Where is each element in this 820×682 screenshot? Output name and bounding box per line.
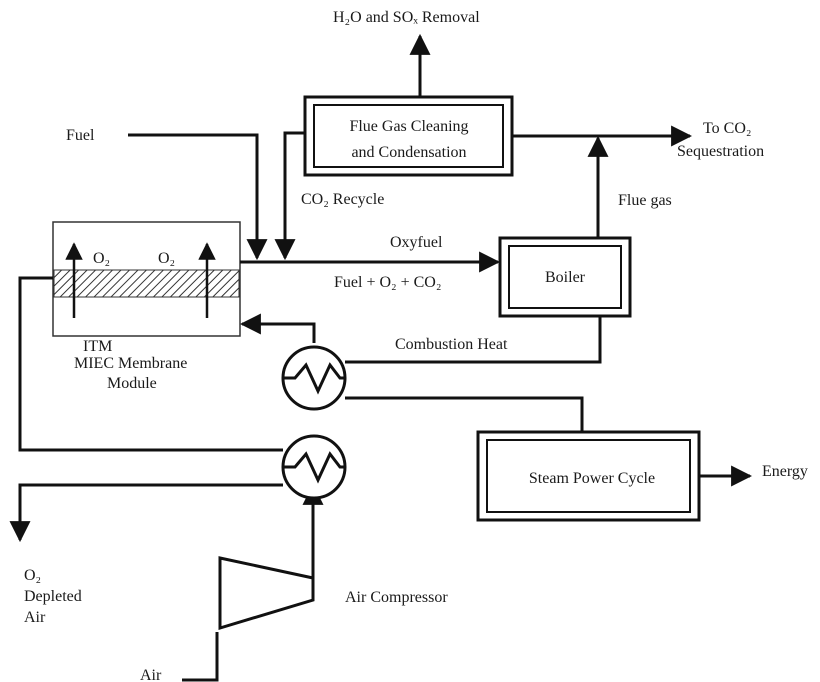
air-compressor-shape [218, 556, 315, 631]
heat-to-itm-line [239, 313, 316, 343]
module-label: Module [107, 375, 157, 392]
fuel-label: Fuel [66, 127, 95, 144]
co2-recycle-label: CO₂ Recycle [301, 191, 384, 208]
boiler-box-inner [508, 245, 622, 309]
air-inlet-line [182, 632, 219, 682]
oxyfuel-label: Oxyfuel [390, 234, 443, 251]
air-compressor-label: Air Compressor [345, 589, 448, 606]
flue-cleaning-box-inner [313, 104, 504, 168]
steam-box-inner [486, 439, 691, 513]
removal-label: H₂O and SOₓ Removal [333, 9, 480, 26]
itm-label: ITM [83, 338, 112, 355]
energy-label: Energy [762, 463, 808, 480]
heat-exchanger-1 [281, 345, 347, 411]
o2-depleted-label-1: O₂ [24, 567, 41, 584]
flue-cleaning-box-outer [303, 95, 514, 177]
membrane-label: MIEC Membrane [74, 355, 187, 372]
depleted-air-line [18, 276, 283, 452]
heat-exchanger-2 [281, 434, 347, 500]
o2-left-label: O₂ [93, 250, 110, 267]
combustion-heat-line [345, 316, 602, 364]
flue-cleaning-label-1: Flue Gas Cleaning [349, 118, 468, 135]
co2-recycle-line [274, 131, 305, 261]
boiler-label: Boiler [545, 269, 586, 286]
o2-depleted-label-2: Depleted [24, 588, 82, 605]
o2-depleted-label-3: Air [24, 609, 46, 626]
flue-cleaning-label-2: and Condensation [351, 144, 466, 161]
o2-right-label: O₂ [158, 250, 175, 267]
to-co2-label-1: To CO₂ [703, 120, 751, 137]
fuel-mix-label: Fuel + O₂ + CO₂ [334, 274, 441, 291]
boiler-box-outer [498, 236, 632, 318]
flue-gas-label: Flue gas [618, 192, 672, 209]
steam-power-label: Steam Power Cycle [529, 470, 655, 487]
o2-depleted-outlet [9, 483, 283, 543]
to-co2-label-2: Sequestration [677, 143, 764, 160]
membrane-hatch [53, 269, 240, 298]
combustion-heat-label: Combustion Heat [395, 336, 508, 353]
fuel-line [128, 133, 268, 261]
air-label: Air [140, 667, 162, 682]
hx-to-steam-line [345, 396, 584, 432]
